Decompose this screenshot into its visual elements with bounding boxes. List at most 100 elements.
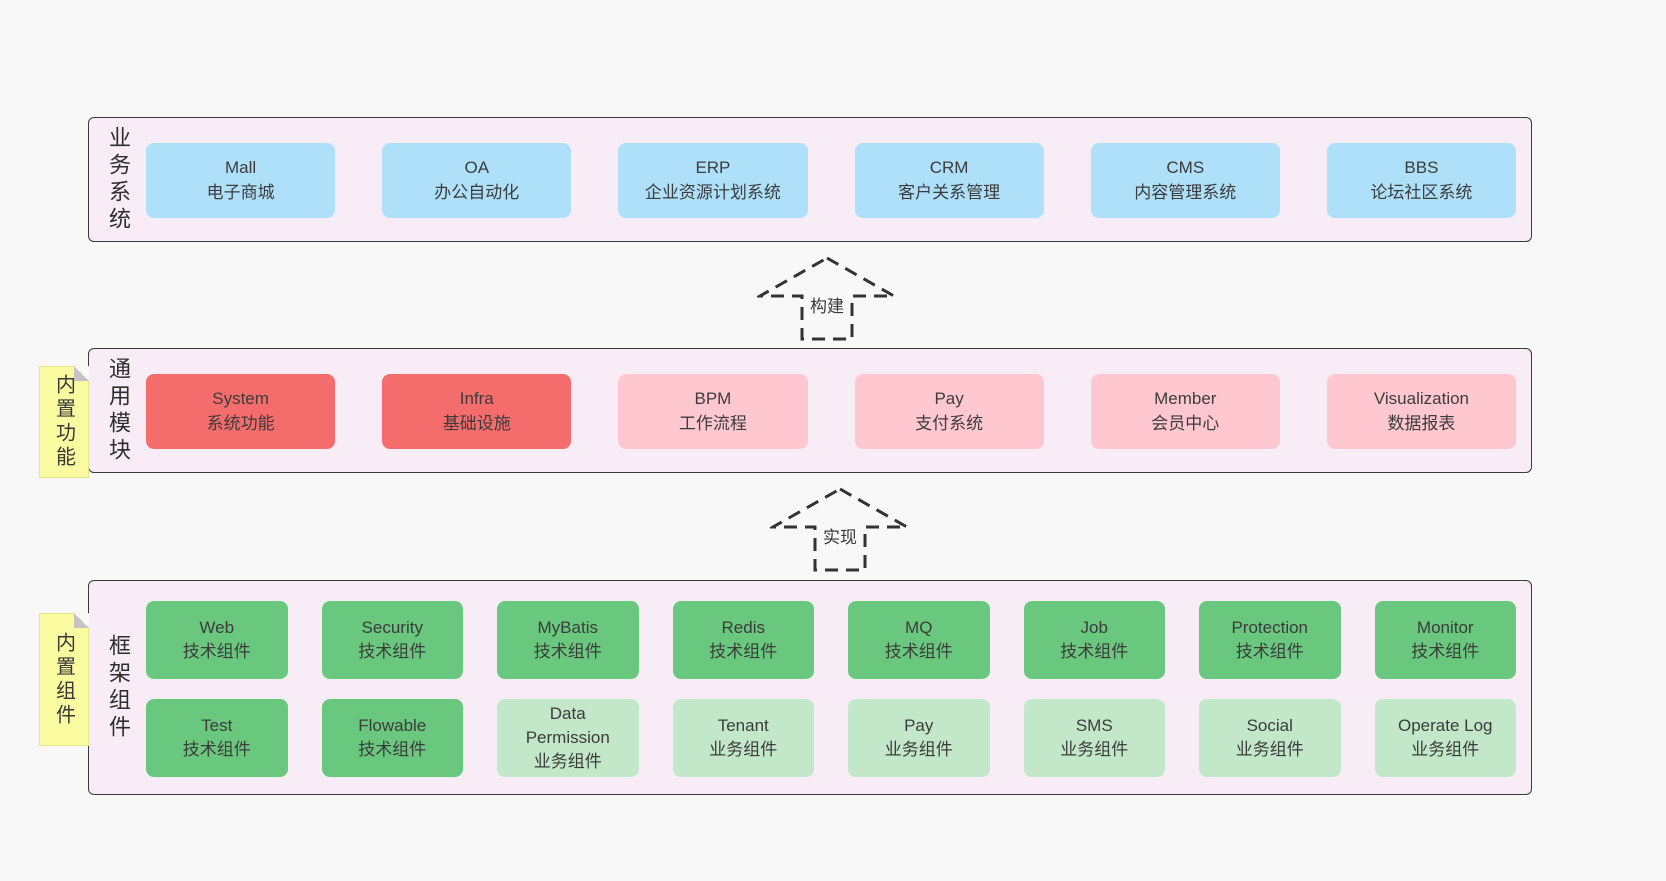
module-box-visualization: Visualization 数据报表: [1326, 374, 1517, 449]
dashed-up-arrow-icon: [757, 256, 897, 341]
module-box-job: Job 技术组件: [1023, 601, 1165, 679]
module-box-member: Member 会员中心: [1090, 374, 1280, 449]
box-title-en: Pay: [904, 715, 934, 735]
module-box-social: Social 业务组件: [1199, 699, 1341, 777]
band-label-business-systems: 业务系统: [106, 125, 131, 234]
box-title-en: Flowable: [358, 715, 427, 735]
arrow-implement-label: 实现: [820, 522, 860, 549]
box-title-en: Tenant: [717, 715, 769, 735]
module-box-crm: CRM 客户关系管理: [854, 143, 1044, 218]
box-title-en: System: [212, 389, 269, 409]
box-subtitle-zh: 业务组件: [1411, 740, 1480, 759]
box-title-en: Pay: [934, 389, 964, 409]
band-business-systems: 业务系统 Mall 电子商城 OA 办公自动化 ERP 企业资源计划系统 CRM 客户关系管理…: [88, 117, 1532, 242]
box-subtitle-zh: 支付系统: [915, 413, 984, 433]
box-title-en: MQ: [905, 617, 933, 637]
module-box-erp: ERP 企业资源计划系统: [618, 143, 808, 218]
module-box-flowable: Flowable 技术组件: [321, 699, 463, 777]
box-title-en: Protection: [1231, 617, 1309, 637]
band-common-modules: 内置功能 通用模块 System 系统功能 Infra 基础设施 BPM 工作流程 Pay 支…: [39, 348, 1532, 478]
box-title-en: Web: [199, 617, 235, 637]
box-subtitle-zh: 技术组件: [182, 642, 251, 661]
box-subtitle-zh: 电子商城: [206, 182, 275, 202]
sticky-note-label: 内置功能: [52, 374, 75, 470]
box-title-en: MyBatis: [537, 617, 598, 637]
module-box-bpm: BPM 工作流程: [618, 374, 808, 449]
sticky-note-builtin-features: 内置功能: [39, 366, 89, 478]
box-title-en: CRM: [929, 158, 969, 178]
box-title-en: Test: [201, 715, 233, 735]
box-title-en: BBS: [1404, 158, 1439, 178]
module-box-mall: Mall 电子商城: [146, 143, 336, 218]
box-subtitle-zh: 办公自动化: [434, 182, 520, 202]
arrow-implement: 实现: [770, 486, 910, 574]
module-box-tenant: Tenant 业务组件: [672, 699, 814, 777]
box-title-en: CMS: [1166, 158, 1205, 178]
box-subtitle-zh: 业务组件: [1235, 740, 1304, 759]
module-box-operate-log: Operate Log 业务组件: [1374, 699, 1516, 777]
box-subtitle-zh: 技术组件: [358, 740, 427, 759]
module-box-sms: SMS 业务组件: [1023, 699, 1165, 777]
box-subtitle-zh: 技术组件: [1235, 642, 1304, 661]
box-subtitle-zh: 技术组件: [709, 642, 778, 661]
module-box-redis: Redis 技术组件: [672, 601, 814, 679]
box-subtitle-zh: 技术组件: [1411, 642, 1480, 661]
arrow-build: 构建: [757, 255, 897, 343]
box-subtitle-zh: 基础设施: [442, 413, 511, 433]
box-title-en: OA: [464, 158, 490, 178]
sticky-note-label: 内置组件: [52, 631, 75, 728]
box-subtitle-zh: 业务组件: [709, 740, 778, 759]
box-subtitle-zh: 技术组件: [533, 642, 602, 661]
box-subtitle-zh: 技术组件: [1060, 642, 1129, 661]
module-box-web: Web 技术组件: [146, 601, 288, 679]
box-title-en: Job: [1080, 617, 1108, 637]
box-title-en: SMS: [1075, 715, 1113, 735]
box-subtitle-zh: 业务组件: [533, 752, 602, 772]
module-box-pay: Pay 支付系统: [854, 374, 1044, 449]
box-title-en: Mall: [225, 158, 257, 178]
box-title-en: Visualization: [1373, 389, 1470, 409]
module-box-protection: Protection 技术组件: [1199, 601, 1341, 679]
box-subtitle-zh: 业务组件: [1060, 740, 1129, 759]
module-box-mq: MQ 技术组件: [848, 601, 990, 679]
box-title-en: Security: [361, 617, 423, 637]
module-box-system: System 系统功能: [146, 374, 336, 449]
folded-corner-icon: [74, 613, 89, 628]
box-title-en: Operate Log: [1397, 715, 1493, 735]
box-subtitle-zh: 客户关系管理: [898, 182, 1001, 202]
module-box-pay: Pay 业务组件: [848, 699, 990, 777]
box-subtitle-zh: 业务组件: [884, 740, 953, 759]
module-box-mybatis: MyBatis 技术组件: [497, 601, 639, 679]
dashed-up-arrow-icon: [770, 487, 910, 572]
module-box-bbs: BBS 论坛社区系统: [1326, 143, 1517, 218]
sticky-note-builtin-components: 内置组件: [39, 613, 89, 746]
common-modules-row: System 系统功能 Infra 基础设施 BPM 工作流程 Pay 支付系统 Member 会…: [146, 374, 1517, 449]
box-subtitle-zh: 企业资源计划系统: [644, 182, 781, 202]
box-title-en: Social: [1246, 715, 1293, 735]
box-subtitle-zh: 论坛社区系统: [1370, 182, 1473, 202]
box-subtitle-zh: 工作流程: [678, 413, 747, 433]
box-title-en: BPM: [694, 389, 732, 409]
box-title-en: Infra: [459, 389, 494, 409]
box-subtitle-zh: 系统功能: [206, 413, 275, 433]
box-subtitle-zh: 数据报表: [1387, 413, 1456, 433]
module-box-test: Test 技术组件: [146, 699, 288, 777]
band-label-common-modules: 通用模块: [106, 356, 131, 465]
box-title-en: Member: [1154, 389, 1217, 409]
box-subtitle-zh: 技术组件: [358, 642, 427, 661]
box-subtitle-zh: 会员中心: [1151, 413, 1220, 433]
box-title-en: ERP: [695, 158, 731, 178]
box-subtitle-zh: 技术组件: [884, 642, 953, 661]
box-subtitle-zh: 技术组件: [182, 740, 251, 759]
box-title-en: Redis: [721, 617, 765, 637]
arrow-build-label: 构建: [807, 291, 847, 318]
module-box-oa: OA 办公自动化: [382, 143, 572, 218]
